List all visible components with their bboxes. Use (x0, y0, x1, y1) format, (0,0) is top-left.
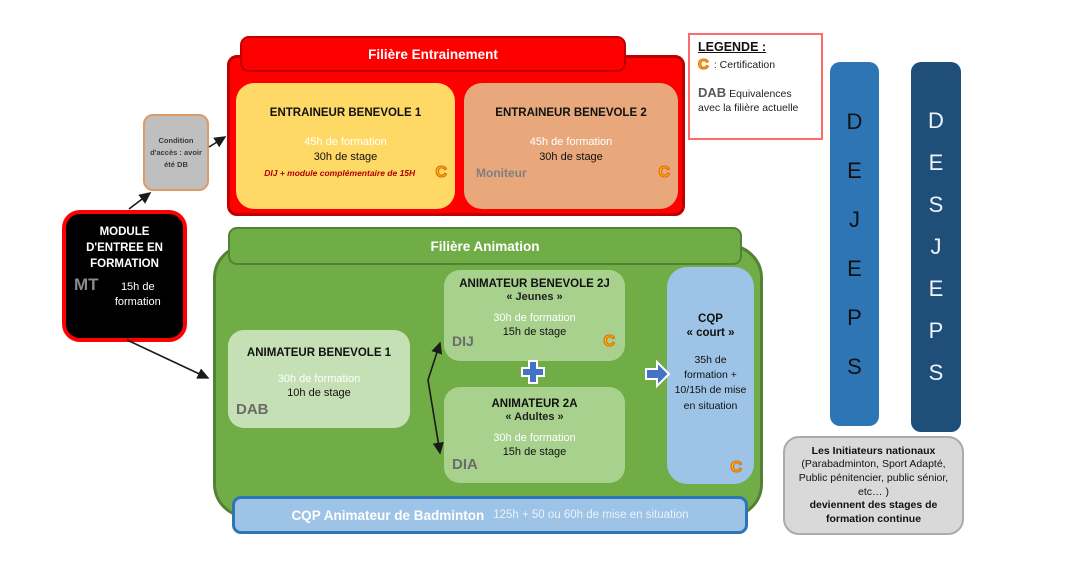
dejeps-letter: D (846, 108, 863, 134)
animateur-benevole-1-box: ANIMATEUR BENEVOLE 1 30h de formation 10… (228, 330, 410, 428)
dejeps-letter: J (849, 206, 860, 232)
ab2j-equivalence-label: DIJ (452, 333, 474, 349)
animation-header-label: Filière Animation (430, 238, 540, 254)
legend-title: LEGENDE : (698, 40, 767, 54)
dejeps-letter: P (847, 304, 862, 330)
entrainement-header: Filière Entrainement (240, 36, 626, 72)
certification-icon: C (603, 333, 616, 350)
ab1-title: ANIMATEUR BENEVOLE 1 (246, 347, 392, 359)
eb1-formation: 45h de formation (304, 136, 387, 148)
legend-dab-label: Equivalences avec la filière actuelle (698, 88, 799, 114)
cqp-court-box: CQP « court » 35h de formation + 10/15h … (667, 267, 754, 484)
flow-arrow-icon (645, 359, 671, 389)
note-line-3: deviennent des stages de formation conti… (809, 499, 938, 525)
access-condition-text: Condition d'accès : avoir été DB (150, 135, 202, 169)
a2a-equivalence-label: DIA (452, 456, 478, 473)
cqp-bar-details: 125h + 50 ou 60h de mise en situation (493, 509, 689, 521)
cqp-bar-title: CQP Animateur de Badminton (291, 507, 485, 523)
ab1-stage: 10h de stage (287, 387, 351, 399)
note-line-1: Les Initiateurs nationaux (811, 444, 936, 457)
legend-certification-row: C : Certification (697, 56, 813, 73)
animateur-2a-box: ANIMATEUR 2A « Adultes » 30h de formatio… (444, 387, 625, 483)
legend-dab-symbol: DAB (698, 85, 727, 100)
dejeps-letter: E (847, 157, 862, 183)
a2a-title: ANIMATEUR 2A (491, 398, 578, 410)
certification-icon: C (697, 56, 709, 73)
desjeps-letter: S (928, 360, 944, 385)
desjeps-letter: E (928, 150, 944, 175)
animateur-benevole-2j-box: ANIMATEUR BENEVOLE 2J « Jeunes » 30h de … (444, 270, 625, 361)
entry-module-row: MT 15h de formation (72, 276, 177, 310)
ab2j-stage: 15h de stage (502, 326, 567, 338)
certification-icon: C (730, 459, 743, 476)
entrainement-header-label: Filière Entrainement (368, 46, 498, 62)
legend-certification-label: : Certification (713, 58, 776, 71)
dejeps-letter: E (847, 255, 862, 281)
desjeps-letter: S (928, 192, 944, 217)
national-initiators-note: Les Initiateurs nationaux (Parabadminton… (783, 436, 964, 535)
entraineur-benevole-1-box: ENTRAINEUR BENEVOLE 1 45h de formation 3… (236, 83, 455, 209)
entraineur-benevole-2-box: ENTRAINEUR BENEVOLE 2 45h de formation 3… (464, 83, 678, 209)
a2a-subtitle: « Adultes » (505, 411, 564, 423)
a2a-stage: 15h de stage (502, 446, 567, 458)
dejeps-bar: D E J E P S (830, 62, 879, 426)
eb1-title: ENTRAINEUR BENEVOLE 1 (269, 107, 422, 119)
arrow-module-to-animation (126, 339, 210, 379)
desjeps-bar: D E S J E P S (911, 62, 961, 432)
desjeps-letter: J (930, 234, 942, 259)
eb2-stage: 30h de stage (539, 151, 603, 163)
eb2-formation: 45h de formation (529, 136, 613, 148)
eb1-footer: DIJ + module complémentaire de 15H C (242, 164, 449, 181)
ab1-equivalence-label: DAB (236, 401, 269, 418)
eb2-equivalence-label: Moniteur (476, 166, 527, 180)
certification-icon: C (658, 164, 671, 181)
desjeps-letter: P (928, 318, 944, 343)
eb1-note: DIJ + module complémentaire de 15H (264, 168, 416, 178)
arrow-condition-to-entrainement (208, 136, 227, 148)
cqp-court-title: CQP (698, 313, 723, 325)
arrow-module-to-condition (128, 192, 152, 210)
eb2-title: ENTRAINEUR BENEVOLE 2 (495, 107, 647, 119)
access-condition-box: Condition d'accès : avoir été DB (143, 114, 209, 191)
plus-icon (521, 360, 545, 384)
dejeps-letter: S (847, 353, 862, 379)
ab1-formation: 30h de formation (277, 373, 361, 385)
eb2-footer: Moniteur C (470, 164, 672, 181)
cqp-court-subtitle: « court » (686, 327, 735, 339)
animation-header: Filière Animation (228, 227, 742, 265)
ab2j-subtitle: « Jeunes » (506, 291, 563, 303)
ab2j-formation: 30h de formation (493, 312, 576, 324)
ab2j-title: ANIMATEUR BENEVOLE 2J (459, 278, 610, 290)
cqp-court-details: 35h de formation + 10/15h de mise en sit… (674, 354, 747, 412)
eb1-stage: 30h de stage (313, 151, 378, 163)
entry-module-title: MODULE D'ENTREE EN FORMATION (86, 226, 163, 271)
entry-module-box: MODULE D'ENTREE EN FORMATION MT 15h de f… (62, 210, 187, 342)
a2a-formation: 30h de formation (493, 432, 576, 444)
cqp-animateur-bar: CQP Animateur de Badminton 125h + 50 ou … (232, 496, 748, 534)
certification-icon: C (435, 164, 448, 181)
desjeps-letter: D (928, 108, 944, 133)
note-line-2: (Parabadminton, Sport Adapté, Public pén… (798, 458, 949, 498)
entry-module-formation: 15h de formation (114, 281, 161, 309)
entry-module-code: MT (74, 275, 99, 295)
desjeps-letter: E (928, 276, 944, 301)
